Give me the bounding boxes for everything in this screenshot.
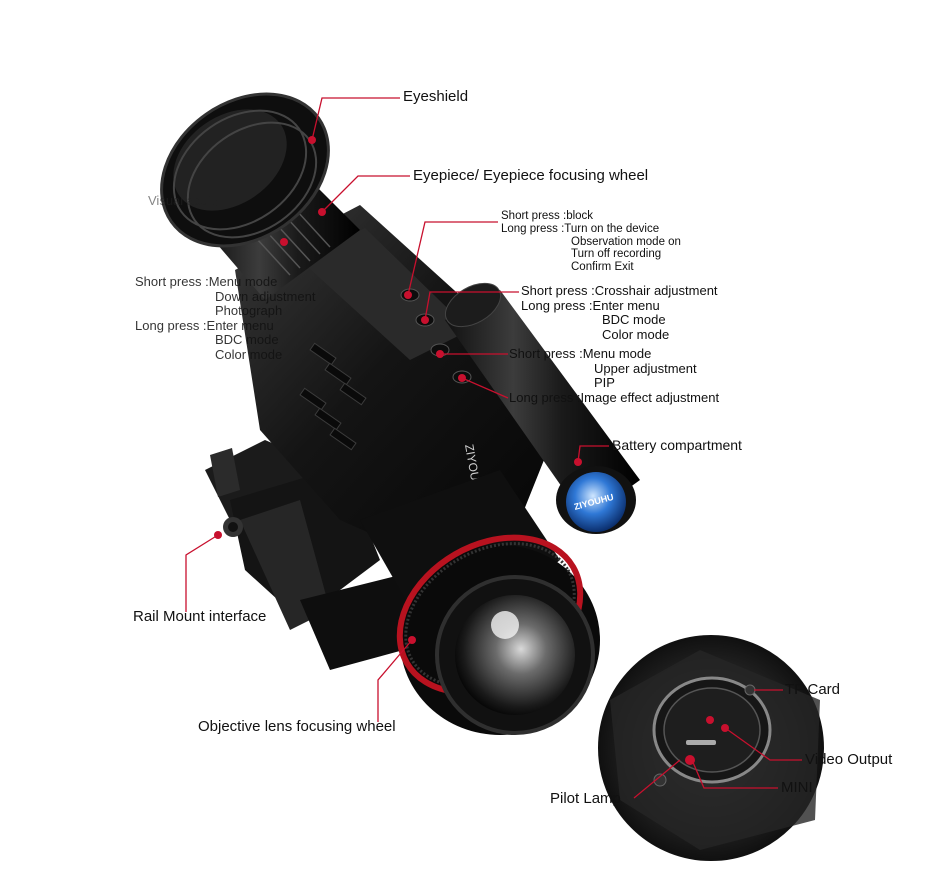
crosshair-short-key: Short press : [521, 283, 595, 298]
label-battery: Battery compartment [612, 437, 742, 453]
power-button-description: Short press : block Long press : Turn on… [501, 210, 681, 274]
battery-tube: ZIYOUHU [445, 282, 640, 534]
port-inset [598, 635, 824, 861]
crosshair-button-description: Short press : Crosshair adjustment Long … [521, 283, 718, 342]
menu-short-val-2: PIP [594, 375, 615, 390]
crosshair-long-val-2: Color mode [602, 326, 670, 342]
label-eyeshield: Eyeshield [403, 88, 469, 105]
crosshair-long-val-0: Enter menu [592, 297, 660, 313]
label-tf-card: TF Card [785, 681, 841, 698]
crosshair-long-key: Long press : [521, 297, 593, 313]
power-long-val-3: Confirm Exit [571, 261, 634, 274]
power-long-key: Long press : [501, 222, 565, 235]
left-short-key: Short press : [135, 274, 209, 289]
left-visual-acuity: Visual acuity [148, 193, 221, 208]
left-short-val-2: Photograph [215, 303, 283, 318]
power-long-val-2: Turn off recording [571, 248, 662, 261]
menu-long-key: Long press : [509, 389, 581, 405]
menu-short-val-0: Menu mode [582, 346, 652, 361]
left-long-val-2: Color mode [215, 346, 283, 362]
scope-body: ZIYOUHU [235, 205, 560, 560]
label-eyepiece: Eyepiece/ Eyepiece focusing wheel [413, 167, 649, 184]
left-short-val-1: Down adjustment [215, 288, 316, 304]
left-short-val-0: Menu mode [208, 274, 278, 289]
label-objective: Objective lens focusing wheel [198, 718, 396, 735]
leader-lines [185, 97, 802, 799]
leader-dots [214, 136, 582, 644]
left-long-key: Long press : [135, 317, 207, 333]
eyepiece [160, 92, 360, 300]
menu-short-key: Short press : [509, 346, 583, 361]
power-long-val-1: Observation mode on [571, 235, 681, 248]
menu-long-val: Image effect adjustment [580, 389, 720, 405]
left-long-val-1: BDC mode [215, 332, 279, 347]
power-long-val-0: Turn on the device [564, 222, 660, 235]
power-short-val: block [566, 210, 594, 222]
label-pilot-lamp: Pilot Lamp [550, 790, 621, 807]
left-button-description: Short press : Menu mode Down adjustment … [135, 274, 316, 362]
left-long-val-0: Enter menu [206, 317, 274, 333]
label-rail-mount: Rail Mount interface [133, 608, 267, 625]
crosshair-long-val-1: BDC mode [602, 312, 666, 327]
power-short-key: Short press : [501, 210, 567, 222]
menu-button-description: Short press : Menu mode Upper adjustment… [509, 346, 720, 405]
label-mini: MINI [781, 779, 813, 796]
crosshair-short-val: Crosshair adjustment [594, 283, 718, 298]
menu-short-val-1: Upper adjustment [594, 360, 697, 376]
label-video-output: Video Output [805, 751, 893, 768]
objective-lens [360, 470, 600, 735]
